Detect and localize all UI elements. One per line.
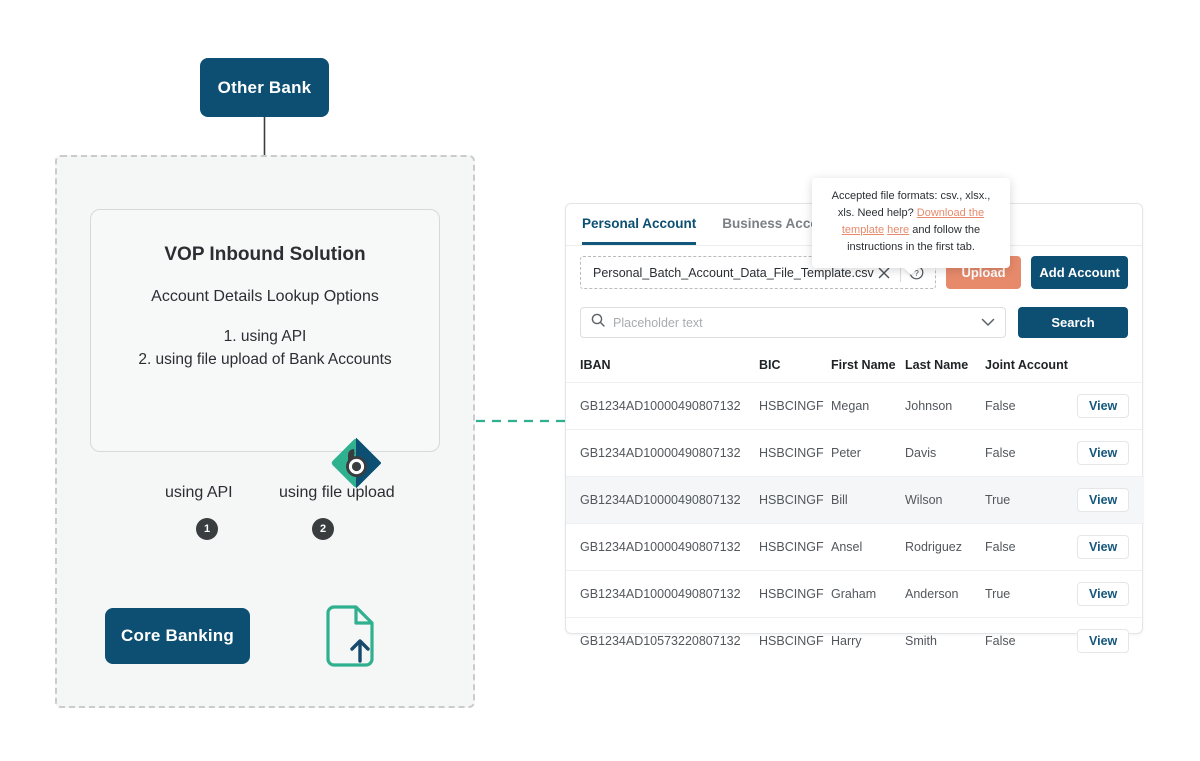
accounts-panel: Personal Account Business Account Person…	[565, 203, 1144, 664]
node-other-bank-label: Other Bank	[217, 77, 312, 97]
tooltip-line-1: Accepted file formats: csv., xlsx., xls.	[831, 190, 991, 220]
cell-iban: GB1234AD10000490807132	[566, 523, 759, 571]
view-button[interactable]: View	[1077, 394, 1130, 418]
search-icon	[591, 313, 605, 332]
column-header-last-name: Last Name	[905, 358, 969, 372]
vop-inbound-solution-card: VOP Inbound Solution Account Details Loo…	[90, 209, 440, 489]
view-button[interactable]: View	[1077, 535, 1130, 559]
chevron-down-icon[interactable]	[981, 314, 995, 332]
vop-card-subtitle: Account Details Lookup Options	[151, 288, 379, 305]
cell-bic: HSBCINGF	[759, 382, 831, 430]
column-header-joint-account: Joint Account	[985, 358, 1068, 372]
cell-last-name: Wilson	[905, 476, 985, 524]
cell-actions: View	[1077, 429, 1144, 477]
cell-last-name: Johnson	[905, 382, 985, 430]
cell-bic: HSBCINGF	[759, 476, 831, 524]
vop-option-1: 1. using API	[223, 328, 307, 345]
cell-last-name: Rodriguez	[905, 523, 985, 571]
file-format-tooltip: Accepted file formats: csv., xlsx., xls.…	[812, 178, 1010, 276]
icon-divider	[899, 263, 901, 282]
cell-first-name: Bill	[831, 476, 905, 524]
column-header-iban: IBAN	[580, 358, 611, 372]
cell-joint-account: True	[985, 570, 1077, 618]
cell-joint-account: False	[985, 617, 1077, 664]
column-header-bic: BIC	[759, 358, 781, 372]
vop-diamond-b-logo	[331, 437, 382, 489]
cell-iban: GB1234AD10000490807132	[566, 570, 759, 618]
node-other-bank[interactable]: Other Bank	[200, 58, 329, 117]
view-button[interactable]: View	[1077, 441, 1130, 465]
search-input[interactable]: Placeholder text	[580, 307, 1006, 338]
view-button[interactable]: View	[1077, 582, 1130, 606]
cell-joint-account: False	[985, 429, 1077, 477]
tooltip-arrow	[904, 268, 918, 276]
cell-first-name: Graham	[831, 570, 905, 618]
cell-actions: View	[1077, 570, 1144, 618]
column-header-actions	[1077, 352, 1144, 383]
column-header-first-name: First Name	[831, 358, 896, 372]
search-placeholder: Placeholder text	[613, 315, 703, 330]
branch-badge-2: 2	[312, 518, 334, 540]
cell-first-name: Megan	[831, 382, 905, 430]
cell-iban: GB1234AD10000490807132	[566, 429, 759, 477]
search-row: Placeholder text Search	[566, 301, 1142, 338]
cell-bic: HSBCINGF	[759, 570, 831, 618]
selected-file-name: Personal_Batch_Account_Data_File_Templat…	[593, 265, 874, 280]
branch-label-using-api: using API	[165, 484, 233, 501]
tab-business-account[interactable]: Business Account	[722, 216, 840, 231]
close-icon[interactable]	[874, 263, 894, 283]
add-account-button[interactable]: Add Account	[1031, 256, 1128, 289]
table-header-row: IBAN BIC First Name Last Name Joint Acco…	[566, 352, 1144, 383]
cell-joint-account: False	[985, 523, 1077, 571]
cell-bic: HSBCINGF	[759, 617, 831, 664]
cell-bic: HSBCINGF	[759, 523, 831, 571]
tooltip-link-here[interactable]: here	[887, 224, 910, 237]
view-button[interactable]: View	[1077, 488, 1130, 512]
cell-iban: GB1234AD10000490807132	[566, 476, 759, 524]
view-button[interactable]: View	[1077, 629, 1130, 653]
cell-last-name: Smith	[905, 617, 985, 664]
cell-joint-account: False	[985, 382, 1077, 430]
cell-iban: GB1234AD10573220807132	[566, 617, 759, 664]
tooltip-line-2-pre: Need help?	[857, 207, 917, 220]
cell-first-name: Ansel	[831, 523, 905, 571]
tooltip-link-download-template[interactable]: Download the template	[841, 207, 985, 237]
branch-badge-1: 1	[196, 518, 218, 540]
cell-actions: View	[1077, 476, 1144, 524]
cell-last-name: Anderson	[905, 570, 985, 618]
cell-iban: GB1234AD10000490807132	[566, 382, 759, 430]
cell-bic: HSBCINGF	[759, 429, 831, 477]
accounts-table: IBAN BIC First Name Last Name Joint Acco…	[566, 352, 1144, 664]
cell-actions: View	[1077, 617, 1144, 664]
cell-last-name: Davis	[905, 429, 985, 477]
branch-label-using-file-upload: using file upload	[279, 484, 395, 501]
cell-first-name: Peter	[831, 429, 905, 477]
vop-option-2: 2. using file upload of Bank Accounts	[138, 351, 392, 368]
cell-actions: View	[1077, 382, 1144, 430]
vop-card-title: VOP Inbound Solution	[164, 244, 366, 265]
file-upload-icon	[322, 605, 380, 667]
search-button[interactable]: Search	[1018, 307, 1128, 338]
tooltip-line-2-post: and follow the instructions in the first…	[847, 224, 981, 254]
cell-actions: View	[1077, 523, 1144, 571]
cell-first-name: Harry	[831, 617, 905, 664]
node-core-banking[interactable]: Core Banking	[105, 608, 250, 664]
tab-personal-account[interactable]: Personal Account	[582, 216, 697, 245]
node-core-banking-label: Core Banking	[121, 626, 234, 645]
cell-joint-account: True	[985, 476, 1077, 524]
